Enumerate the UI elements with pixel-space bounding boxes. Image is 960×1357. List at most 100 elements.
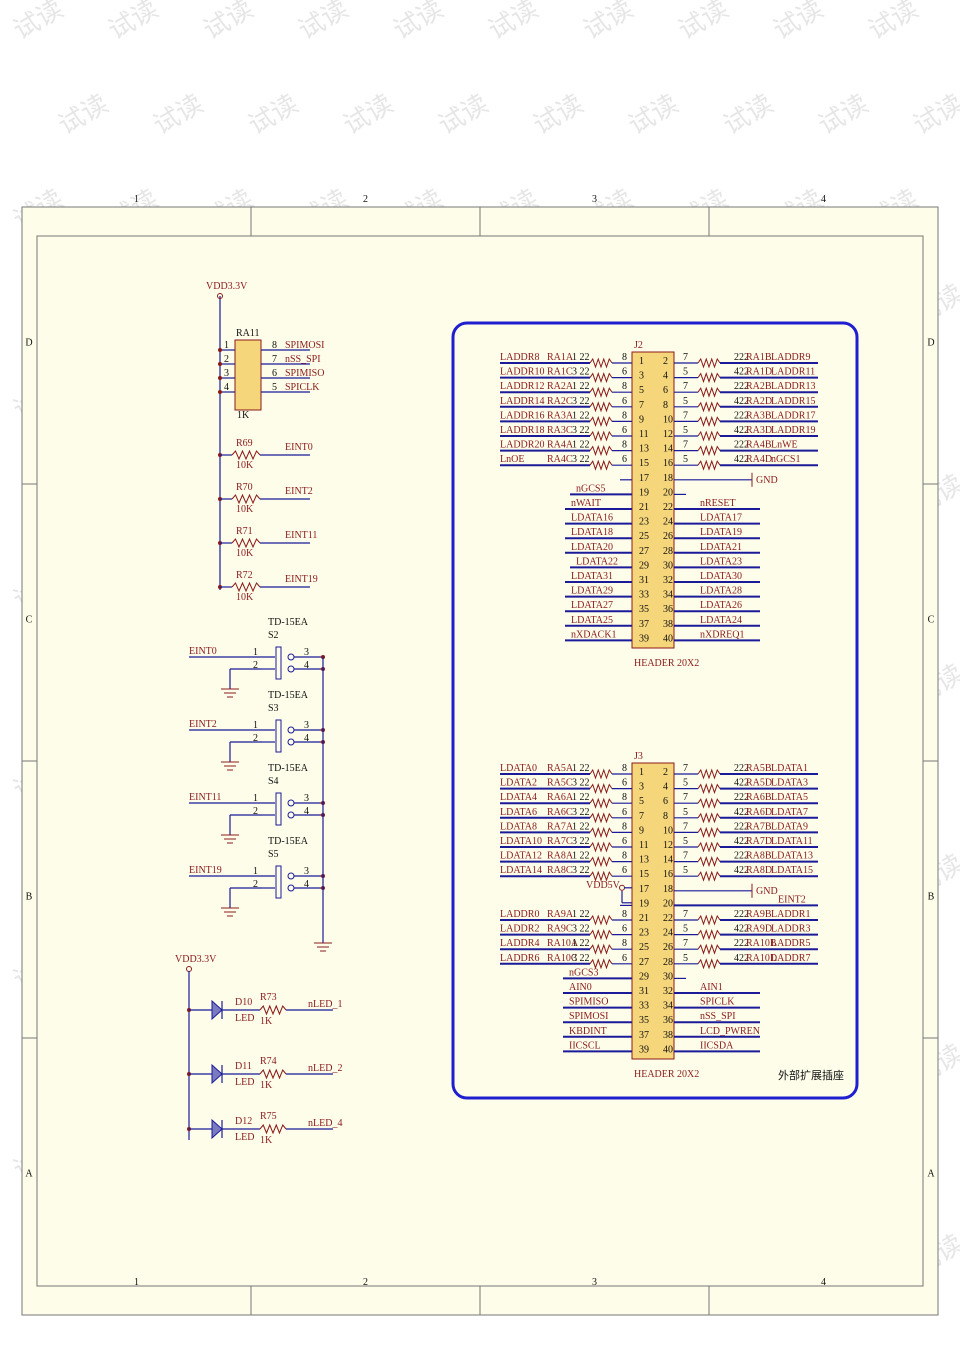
right-net-label: LDATA9: [771, 821, 808, 832]
left-net-label: LDATA31: [571, 571, 613, 582]
right-net-label: LDATA24: [700, 615, 742, 626]
left-ra-pin: 1 22: [572, 381, 590, 392]
frame-row-label: A: [25, 1169, 33, 1180]
right-net-label: nSS_SPI: [700, 1011, 736, 1022]
right-ra-pin-out: 7: [683, 792, 688, 803]
left-ra-pin: 3 22: [572, 367, 590, 378]
left-series-resistor: [589, 812, 613, 824]
j3-group-even-pin: 2: [663, 767, 668, 778]
left-ra-pin: 3 22: [572, 807, 590, 818]
watermark-text: 试读: [484, 0, 544, 46]
left-ra-ref: RA10A: [547, 938, 579, 949]
j2-group-even-pin: 6: [663, 385, 668, 396]
left-ra-pin-out: 6: [622, 454, 627, 465]
left-series-resistor: [589, 459, 613, 471]
j3-group-even-pin: 10: [663, 825, 673, 836]
left-ra-pin-out: 6: [622, 836, 627, 847]
right-net-label: IICSDA: [700, 1040, 734, 1051]
left-ra-pin-out: 6: [622, 953, 627, 964]
right-series-resistor: [697, 357, 721, 369]
right-net-label: LADDR7: [771, 953, 810, 964]
left-net-label: LDATA18: [571, 527, 613, 538]
j2-group-even-pin: 28: [663, 546, 673, 557]
led-net-label: nLED_4: [308, 1118, 342, 1129]
led-res-ref: R73: [260, 992, 277, 1003]
right-ra-pin: 222: [734, 381, 749, 392]
pullup-resistor: [231, 449, 261, 461]
right-net-label: LADDR5: [771, 938, 810, 949]
ra11-left-pin: 2: [224, 354, 229, 365]
led-res-value: 1K: [260, 1135, 273, 1146]
left-net-label: LDATA20: [571, 542, 613, 553]
left-ra-pin: 1 22: [572, 938, 590, 949]
j2-group-odd-pin: 11: [639, 429, 649, 440]
j3-group-odd-pin: 17: [639, 884, 649, 895]
right-net-label: LDATA19: [700, 527, 742, 538]
led-net-label: nLED_1: [308, 999, 342, 1010]
right-net-label: LADDR11: [771, 367, 815, 378]
j2-group-even-pin: 24: [663, 517, 673, 528]
j2-group-even-pin: 32: [663, 575, 673, 586]
j2-group-even-pin: 2: [663, 356, 668, 367]
left-ra-ref: RA2A: [547, 381, 574, 392]
right-net-label: LDATA21: [700, 542, 742, 553]
right-net-label: AIN1: [700, 982, 723, 993]
right-ra-ref: RA5B: [746, 763, 772, 774]
right-ra-pin-out: 7: [683, 763, 688, 774]
ra11-net-label: SPIMOSI: [285, 340, 324, 351]
right-ra-ref: RA1D: [746, 367, 772, 378]
left-ra-pin-out: 6: [622, 396, 627, 407]
right-series-resistor: [697, 914, 721, 926]
j3-group-even-pin: 12: [663, 840, 673, 851]
frame-column-label: 3: [592, 194, 597, 205]
led-res-ref: R75: [260, 1111, 277, 1122]
right-ra-pin-out: 5: [683, 924, 688, 935]
left-series-resistor: [589, 445, 613, 457]
j2-group-odd-pin: 23: [639, 517, 649, 528]
left-net-label: LDATA2: [500, 778, 537, 789]
j2-group-odd-pin: 25: [639, 531, 649, 542]
power-port: [217, 293, 223, 299]
left-net-label: nGCS3: [569, 967, 598, 978]
switch-pin: 4: [304, 879, 309, 890]
pullup-ref: R69: [236, 438, 253, 449]
left-series-resistor: [589, 914, 613, 926]
left-ra-ref: RA3C: [547, 425, 573, 436]
right-net-label: LDATA17: [700, 513, 742, 524]
left-ra-ref: RA1C: [547, 367, 573, 378]
right-ra-pin: 222: [734, 410, 749, 421]
watermark-text: 试读: [9, 0, 69, 46]
block-title: 外部扩展插座: [778, 1068, 844, 1082]
left-ra-ref: RA3A: [547, 410, 574, 421]
right-net-label: LADDR19: [771, 425, 815, 436]
right-ra-pin: 222: [734, 352, 749, 363]
switch-actuator: [275, 646, 282, 680]
right-net-label: LDATA28: [700, 586, 742, 597]
ra11-left-pin: 1: [224, 340, 229, 351]
left-ra-ref: RA1A: [547, 352, 574, 363]
j2-group-even-pin: 22: [663, 502, 673, 513]
watermark-text: 试读: [389, 0, 449, 46]
j3-group-body: [631, 762, 675, 1060]
switch-pin: 1: [253, 866, 258, 877]
right-ra-pin-out: 5: [683, 396, 688, 407]
left-net-label: LDATA0: [500, 763, 537, 774]
right-series-resistor: [697, 958, 721, 970]
left-ra-pin: 1 22: [572, 821, 590, 832]
left-ra-pin: 1 22: [572, 763, 590, 774]
j3-group-part: HEADER 20X2: [634, 1069, 699, 1080]
left-ra-pin-out: 6: [622, 807, 627, 818]
j3-group-even-pin: 6: [663, 796, 668, 807]
pullup-value: 10K: [236, 504, 254, 515]
left-series-resistor: [589, 943, 613, 955]
right-ra-pin: 422: [734, 953, 749, 964]
right-ra-pin: 422: [734, 454, 749, 465]
right-ra-ref: RA7D: [746, 836, 772, 847]
right-ra-pin-out: 5: [683, 953, 688, 964]
switch-pin: 3: [304, 647, 309, 658]
left-net-label: LDATA16: [571, 513, 613, 524]
right-ra-pin-out: 5: [683, 425, 688, 436]
right-ra-pin: 422: [734, 778, 749, 789]
pullup-resistor: [231, 493, 261, 505]
